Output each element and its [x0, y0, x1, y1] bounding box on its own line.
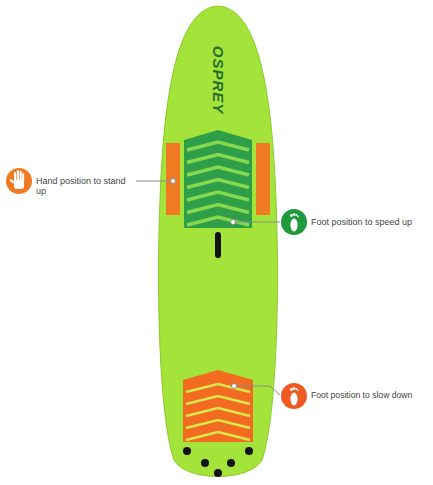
callout-text: Foot position to speed up	[311, 217, 429, 227]
fin-plugs	[183, 447, 253, 477]
chevron-stroke	[187, 192, 249, 200]
callout-text: Foot position to slow down	[311, 391, 429, 401]
chevron-stroke	[187, 217, 249, 225]
rear-pad	[183, 370, 253, 442]
chevron-stroke	[187, 167, 249, 175]
leader-lines	[136, 181, 280, 395]
leader-dots	[171, 179, 237, 389]
chevron-stroke	[186, 432, 250, 440]
front-pad	[184, 130, 252, 228]
front-chevrons	[187, 142, 249, 225]
callout-text: Hand position to stand up	[36, 176, 134, 197]
rear-chevrons	[186, 384, 250, 440]
chevron-stroke	[187, 180, 249, 188]
chevron-stroke	[187, 142, 249, 150]
chevron-stroke	[186, 420, 250, 428]
board	[159, 6, 278, 477]
side-pad	[256, 143, 270, 215]
chevron-stroke	[186, 408, 250, 416]
chevron-stroke	[186, 396, 250, 404]
foot-icon	[281, 383, 307, 409]
hand-icon	[6, 168, 32, 194]
chevron-stroke	[187, 155, 249, 163]
callout-text-wrap: Hand position to stand up	[36, 176, 134, 197]
foot-icon	[281, 209, 307, 235]
callout-text-wrap: Foot position to speed up	[311, 217, 429, 227]
brand-logo: OSPREY	[209, 46, 226, 115]
callout-text-wrap: Foot position to slow down	[311, 391, 429, 401]
brand-logo-wrap: OSPREY	[209, 46, 226, 115]
chevron-stroke	[187, 205, 249, 213]
chevron-stroke	[186, 384, 250, 392]
side-pad	[166, 143, 180, 215]
leash-slot	[215, 232, 221, 258]
